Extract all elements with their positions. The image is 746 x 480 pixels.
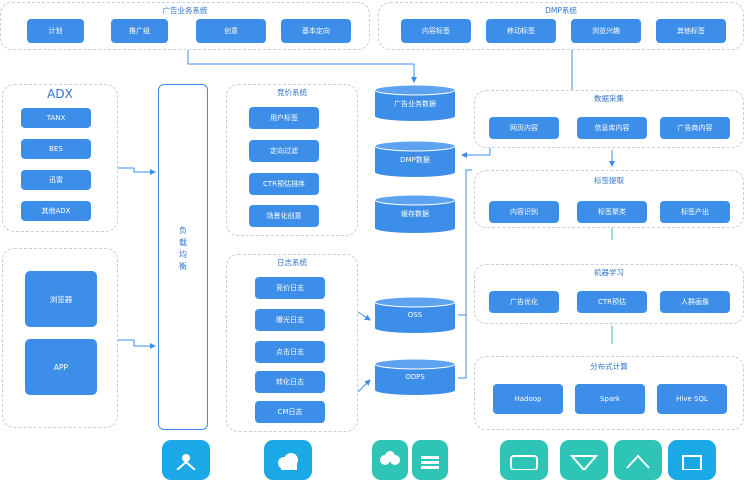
adx-group: ADX TANX BES 迅雷 其他ADX (2, 84, 118, 232)
tag-output-button[interactable]: 标签产出 (660, 201, 730, 223)
spark-button[interactable]: Spark (575, 384, 645, 414)
distributed-computing-group: 分布式计算 Hadoop Spark Hive SQL (474, 356, 744, 430)
hadoop-button[interactable]: Hadoop (493, 384, 563, 414)
click-log-button[interactable]: 点击日志 (255, 341, 325, 363)
group-title: 机器学习 (594, 268, 624, 277)
bidding-system-group: 竞价系统 用户标签 定向过滤 CTR预估排序 场景化创意 (226, 84, 358, 236)
group-title: 数据采集 (594, 94, 624, 103)
database-label: ODPS (405, 373, 425, 381)
hive-sql-button[interactable]: Hive SQL (657, 384, 727, 414)
dmp-system-group: DMP系统 内容标签 移动标签 浏览兴趣 其他标签 (378, 2, 744, 50)
cloud-icon (264, 440, 312, 480)
client-group: 浏览器 APP (2, 248, 118, 428)
ad-optimization-button[interactable]: 广告优化 (489, 291, 559, 313)
group-title: DMP系统 (545, 6, 577, 15)
cache-database[interactable]: 缓存数据 (374, 194, 456, 234)
adx-title: ADX (47, 87, 73, 101)
advertiser-content-button[interactable]: 广告商内容 (660, 117, 730, 139)
flower-icon (372, 440, 408, 480)
group-title: 分布式计算 (590, 362, 628, 371)
data-collection-group: 数据采集 网页内容 信息库内容 广告商内容 (474, 90, 744, 148)
database-label: 广告业务数据 (394, 100, 436, 108)
ad-business-system-group: 广告业务系统 计划 推广组 创意 基本定向 (0, 2, 370, 50)
odps-database[interactable]: ODPS (374, 358, 456, 396)
scenario-creative-button[interactable]: 场景化创意 (249, 205, 319, 227)
network-icon (162, 440, 210, 480)
database-label: OSS (407, 311, 423, 319)
other-adx-button[interactable]: 其他ADX (21, 201, 91, 221)
impression-log-button[interactable]: 曝光日志 (255, 309, 325, 331)
group-title: 广告业务系统 (162, 6, 208, 15)
mobile-tag-button[interactable]: 移动标签 (486, 19, 556, 43)
browsing-interest-button[interactable]: 浏览兴趣 (571, 19, 641, 43)
stack-icon (412, 440, 448, 480)
group-title: 标签提取 (594, 176, 624, 185)
cm-log-button[interactable]: CM日志 (255, 401, 325, 423)
web-content-button[interactable]: 网页内容 (489, 117, 559, 139)
tag-extraction-group: 标签提取 内容识别 标签聚类 标签产出 (474, 170, 744, 228)
database-label: DMP数据 (400, 156, 430, 164)
basic-targeting-button[interactable]: 基本定向 (281, 19, 351, 43)
content-tag-button[interactable]: 内容标签 (401, 19, 471, 43)
browser-button[interactable]: 浏览器 (25, 271, 97, 327)
oss-database[interactable]: OSS (374, 296, 456, 334)
ide-icon (500, 440, 548, 480)
log-system-group: 日志系统 竞价日志 曝光日志 点击日志 转化日志 CM日志 (226, 254, 358, 432)
tag-clustering-button[interactable]: 标签聚类 (577, 201, 647, 223)
puzzle-icon (668, 440, 716, 480)
content-recognition-button[interactable]: 内容识别 (489, 201, 559, 223)
ctr-ranking-button[interactable]: CTR预估排序 (249, 173, 319, 195)
ad-group-button[interactable]: 推广组 (111, 19, 168, 43)
database-label: 缓存数据 (401, 210, 429, 218)
load-balancer-label: 负 载 均 衡 (179, 226, 187, 271)
load-balancer: 负 载 均 衡 (158, 84, 208, 430)
app-button[interactable]: APP (25, 339, 97, 395)
house-icon (614, 440, 662, 480)
ctr-prediction-button[interactable]: CTR预估 (577, 291, 647, 313)
user-tag-button[interactable]: 用户标签 (249, 107, 319, 129)
creative-button[interactable]: 创意 (196, 19, 266, 43)
group-title: 竞价系统 (277, 88, 307, 97)
bid-log-button[interactable]: 竞价日志 (255, 277, 325, 299)
tanx-button[interactable]: TANX (21, 108, 91, 128)
dmp-database[interactable]: DMP数据 (374, 140, 456, 178)
group-title: 日志系统 (277, 258, 307, 267)
other-tags-button[interactable]: 其他标签 (656, 19, 726, 43)
xunlei-button[interactable]: 迅雷 (21, 170, 91, 190)
crowd-portrait-button[interactable]: 人群画像 (660, 291, 730, 313)
bes-button[interactable]: BES (21, 139, 91, 159)
conversion-log-button[interactable]: 转化日志 (255, 371, 325, 393)
targeting-filter-button[interactable]: 定向过滤 (249, 140, 319, 162)
info-library-button[interactable]: 信息库内容 (577, 117, 647, 139)
machine-learning-group: 机器学习 广告优化 CTR预估 人群画像 (474, 264, 744, 324)
plan-button[interactable]: 计划 (27, 19, 84, 43)
ad-business-database[interactable]: 广告业务数据 (374, 84, 456, 122)
triangle-icon (560, 440, 608, 480)
